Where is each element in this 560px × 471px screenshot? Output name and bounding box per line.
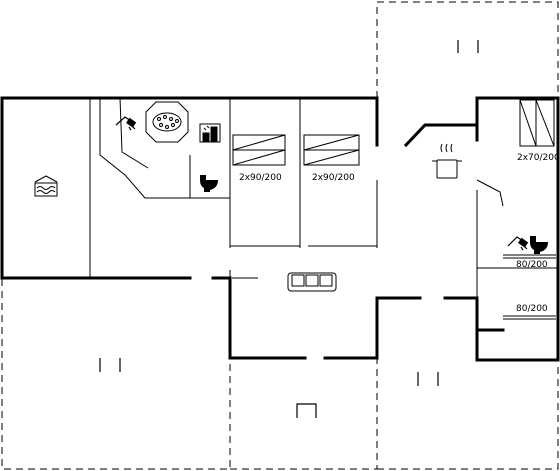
terrace-bottom-left (1, 279, 231, 470)
shower-icon (507, 236, 529, 251)
whirlpool-icon (145, 101, 189, 143)
bed-80-a (503, 254, 556, 259)
bed-label: 2x70/200 (517, 153, 560, 163)
interior-walls (89, 97, 558, 299)
grill-icon (296, 403, 317, 418)
bed-2x90-b (303, 134, 360, 166)
bed-label: 2x90/200 (239, 173, 282, 183)
bed-2x90-a (232, 134, 286, 166)
terrace-chair-icon (417, 372, 439, 386)
terrace-chair-icon (99, 358, 121, 372)
exterior-walls (0, 96, 560, 362)
sofa-icon (287, 272, 337, 292)
toilet-icon (530, 236, 548, 254)
shower-icon (115, 116, 137, 131)
bed-80-b (503, 315, 556, 320)
sauna-icon (199, 123, 221, 143)
bed-2x70 (519, 99, 555, 147)
toilet-icon (200, 175, 218, 192)
terrace-top-right (376, 1, 559, 98)
terrace-chair-icon (457, 40, 479, 53)
terrace-bottom-right (377, 362, 559, 470)
cooking-pot-icon (432, 143, 462, 179)
bed-label: 80/200 (516, 260, 548, 270)
pool-icon (34, 175, 58, 197)
terrace-bottom-middle (230, 358, 378, 470)
bed-label: 2x90/200 (312, 173, 355, 183)
bed-label: 80/200 (516, 304, 548, 314)
